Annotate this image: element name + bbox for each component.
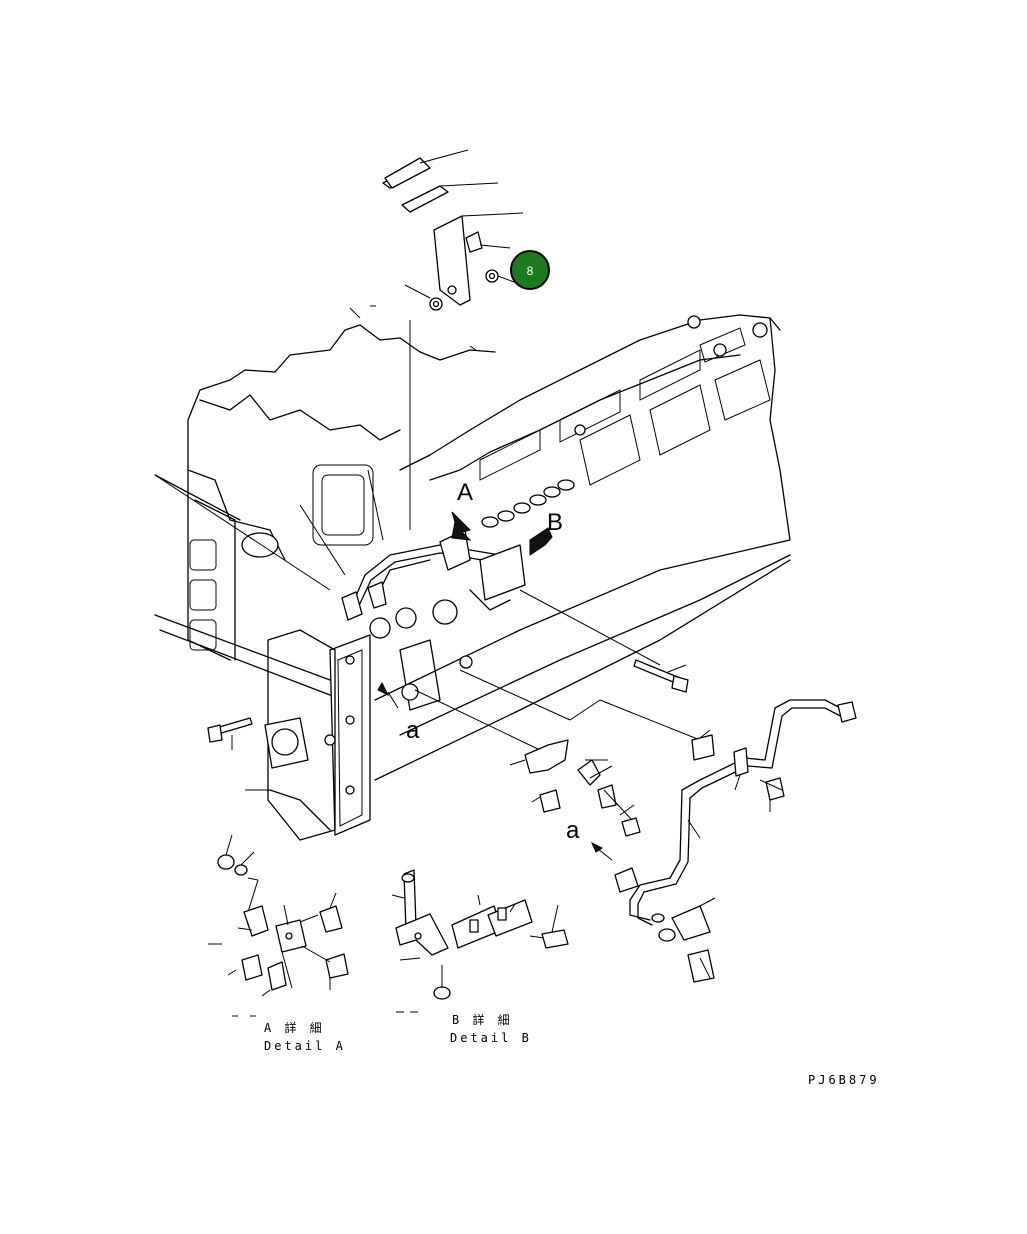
view-label-b: B <box>547 509 563 536</box>
section-arrow-a-upper: a <box>377 681 420 744</box>
engine-bolts <box>207 659 715 761</box>
center-brackets <box>509 739 641 837</box>
leader-lines <box>154 469 701 791</box>
engine-block <box>154 314 791 841</box>
detail-b-assembly: B 詳 細 Detail B <box>391 869 569 1045</box>
injector-nozzles <box>481 479 575 528</box>
view-label-a: A <box>457 479 473 506</box>
engine-markings <box>349 305 477 351</box>
detail-a-title-jp: A 詳 細 <box>264 1020 325 1035</box>
fuel-return-line <box>614 699 857 983</box>
detail-b-title-en: Detail B <box>450 1031 532 1045</box>
top-bracket-assembly <box>382 149 524 530</box>
callout-badge[interactable]: 8 <box>510 250 550 290</box>
callout-badge-number: 8 <box>527 264 534 278</box>
detail-a-title-en: Detail A <box>264 1039 346 1053</box>
drawing-code: PJ6B879 <box>808 1073 880 1087</box>
section-label-a-upper: a <box>406 717 420 744</box>
detail-b-title-jp: B 詳 細 <box>452 1012 513 1027</box>
view-arrow-a: A <box>451 479 473 541</box>
view-arrow-b: B <box>529 509 563 556</box>
section-arrow-a-lower: a <box>566 817 613 861</box>
fuel-pipes <box>341 479 575 711</box>
detail-a-assembly: A 詳 細 Detail A <box>208 834 349 1053</box>
head-details <box>479 315 771 486</box>
section-label-a-lower: a <box>566 817 580 844</box>
